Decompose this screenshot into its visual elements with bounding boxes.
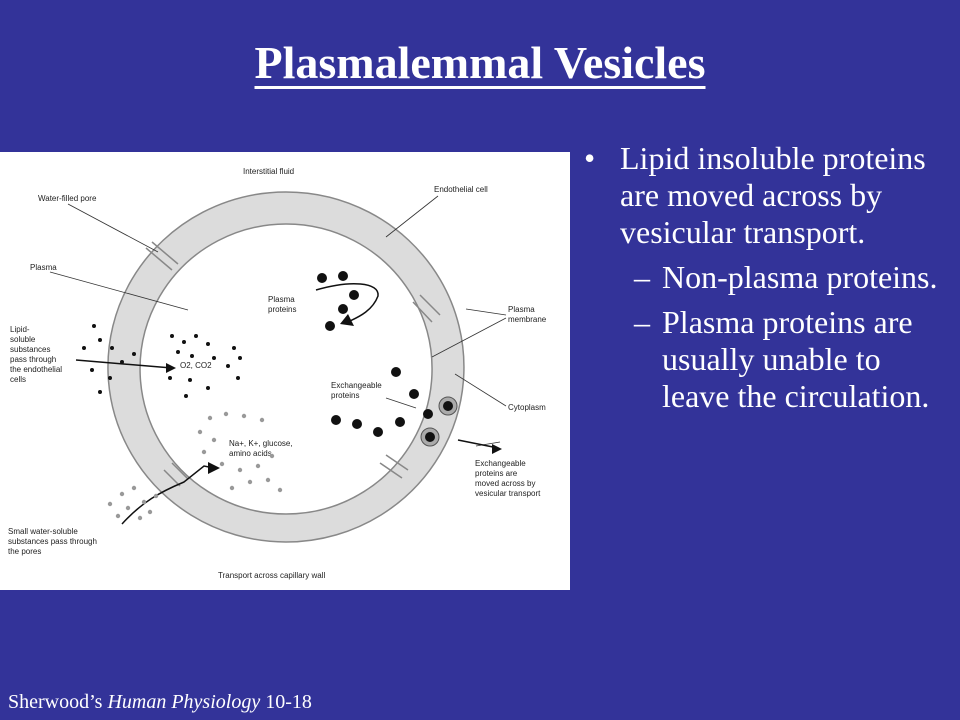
bullet-text-main: Lipid insoluble proteins are moved acros… bbox=[620, 140, 926, 250]
bullet-sub-item-2: – Plasma proteins are usually unable to … bbox=[584, 304, 944, 415]
label-water-filled-pore: Water-filled pore bbox=[38, 194, 97, 203]
label-exchangeable-moved-1: Exchangeable bbox=[475, 459, 526, 468]
bullet-sub-text-1: Non-plasma proteins. bbox=[662, 259, 938, 295]
label-plasma: Plasma bbox=[30, 263, 57, 272]
label-na-k-2: amino acids bbox=[229, 449, 272, 458]
capillary-wall bbox=[107, 191, 465, 543]
label-small-water-soluble-3: the pores bbox=[8, 547, 41, 556]
lipid-soluble-dots bbox=[82, 324, 242, 398]
label-exchangeable-proteins-2: proteins bbox=[331, 391, 359, 400]
label-lipid-soluble-4: pass through bbox=[10, 355, 56, 364]
label-o2-co2: O2, CO2 bbox=[180, 361, 212, 370]
label-plasma-proteins-1: Plasma bbox=[268, 295, 295, 304]
arrowheads bbox=[166, 314, 502, 474]
bullet-list: • Lipid insoluble proteins are moved acr… bbox=[584, 140, 944, 415]
bullet-item-main: • Lipid insoluble proteins are moved acr… bbox=[584, 140, 944, 251]
label-plasma-proteins-2: proteins bbox=[268, 305, 296, 314]
bullet-marker: • bbox=[584, 140, 596, 176]
citation-page: 10-18 bbox=[260, 691, 312, 713]
dash-marker: – bbox=[634, 259, 650, 295]
dash-marker: – bbox=[634, 304, 650, 340]
label-lipid-soluble-6: cells bbox=[10, 375, 26, 384]
citation-book-title: Human Physiology bbox=[107, 691, 261, 713]
bullet-sub-item-1: – Non-plasma proteins. bbox=[584, 259, 944, 296]
capillary-wall-svg: Interstitial fluid Water-filled pore End… bbox=[8, 167, 547, 580]
bullet-sub-text-2: Plasma proteins are usually unable to le… bbox=[662, 304, 930, 414]
label-lipid-soluble-2: soluble bbox=[10, 335, 36, 344]
label-na-k-1: Na+, K+, glucose, bbox=[229, 439, 293, 448]
label-lipid-soluble-1: Lipid- bbox=[10, 325, 30, 334]
citation-author: Sherwood’s bbox=[8, 691, 108, 713]
label-lipid-soluble-5: the endothelial bbox=[10, 365, 62, 374]
cell-junctions bbox=[145, 241, 441, 487]
label-caption: Transport across capillary wall bbox=[218, 571, 326, 580]
transport-arrows bbox=[75, 283, 499, 525]
vesicles bbox=[420, 396, 458, 447]
label-lipid-soluble-3: substances bbox=[10, 345, 50, 354]
leader-lines bbox=[49, 195, 507, 447]
label-exchangeable-proteins-1: Exchangeable bbox=[331, 381, 382, 390]
label-exchangeable-moved-4: vesicular transport bbox=[475, 489, 541, 498]
label-small-water-soluble-1: Small water-soluble bbox=[8, 527, 78, 536]
label-plasma-membrane-2: membrane bbox=[508, 315, 547, 324]
label-endothelial-cell: Endothelial cell bbox=[434, 185, 488, 194]
label-exchangeable-moved-2: proteins are bbox=[475, 469, 518, 478]
label-small-water-soluble-2: substances pass through bbox=[8, 537, 97, 546]
plasma-protein-dots bbox=[317, 271, 419, 437]
label-interstitial-fluid: Interstitial fluid bbox=[243, 167, 294, 176]
citation-footer: Sherwood’s Human Physiology 10-18 bbox=[8, 691, 312, 714]
label-cytoplasm: Cytoplasm bbox=[508, 403, 546, 412]
label-plasma-membrane-1: Plasma bbox=[508, 305, 535, 314]
capillary-diagram: Interstitial fluid Water-filled pore End… bbox=[0, 152, 570, 590]
label-exchangeable-moved-3: moved across by bbox=[475, 479, 535, 488]
slide-title: Plasmalemmal Vesicles bbox=[254, 37, 706, 88]
water-soluble-dots bbox=[107, 411, 283, 521]
